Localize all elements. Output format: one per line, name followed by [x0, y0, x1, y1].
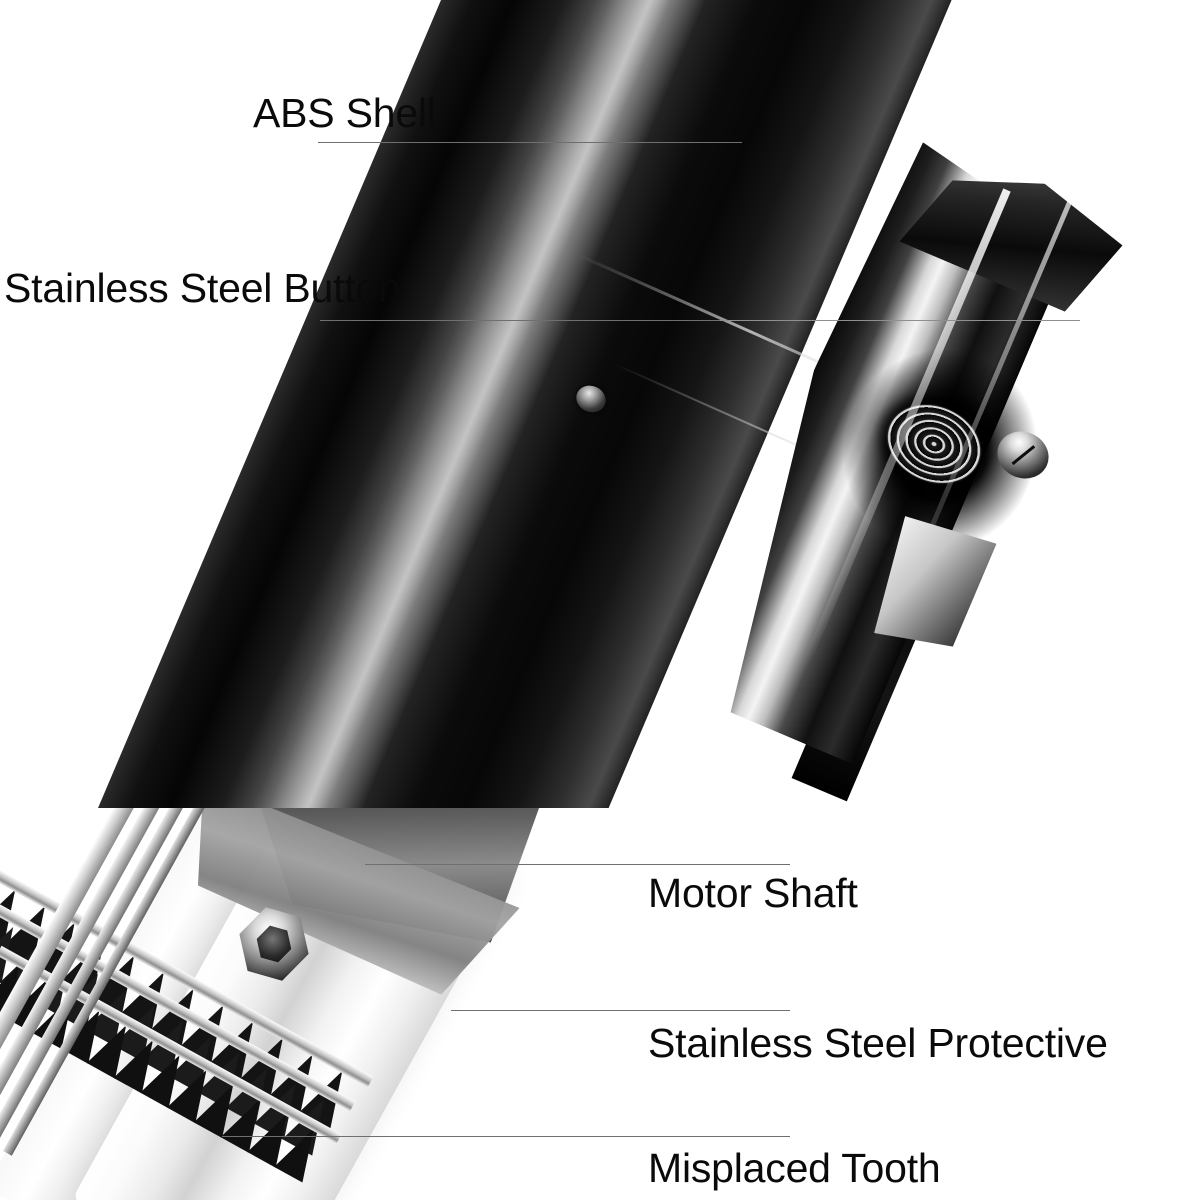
callout-label-misplaced-tooth: Misplaced Tooth [648, 1145, 941, 1191]
leader-line-stainless-steel-protective [451, 1010, 790, 1011]
leader-line-misplaced-tooth [222, 1136, 790, 1137]
callout-label-stainless-steel-protective: Stainless Steel Protective [648, 1020, 1108, 1066]
leader-line-stainless-steel-button [320, 320, 720, 321]
upper-product-photo [0, 0, 1200, 808]
leader-line-abs-shell [318, 142, 742, 143]
callout-label-motor-shaft: Motor Shaft [648, 870, 858, 916]
leader-line-stainless-steel-button-extension [720, 320, 1080, 321]
callout-label-stainless-steel-button: Stainless Steel Button [4, 265, 401, 311]
leader-line-motor-shaft [365, 864, 790, 865]
lower-product-photo [0, 808, 1200, 1200]
callout-label-abs-shell: ABS Shell [253, 90, 436, 136]
